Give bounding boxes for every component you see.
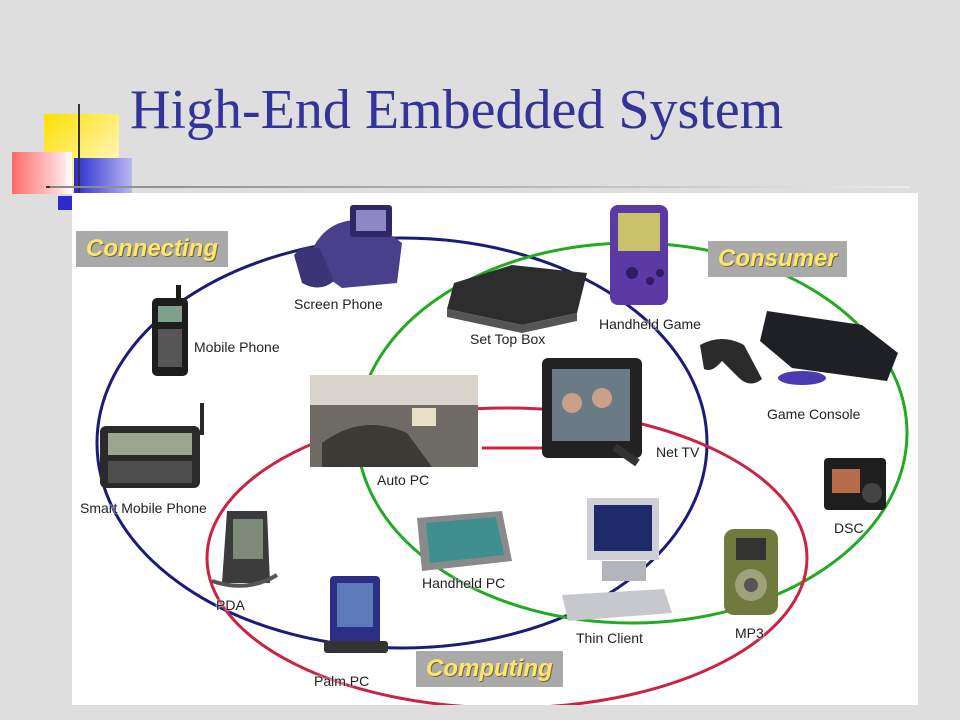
device-label-auto-pc: Auto PC bbox=[377, 472, 430, 488]
screen-phone-icon bbox=[294, 205, 402, 288]
dsc-icon bbox=[824, 458, 886, 510]
device-label-mp3: MP3 bbox=[735, 625, 764, 641]
device-label-pda: PDA bbox=[216, 597, 245, 613]
device-label-handheld-game: Handheld Game bbox=[599, 316, 701, 332]
handheld-game-icon bbox=[610, 205, 668, 305]
deco-blue-small-square bbox=[58, 196, 72, 210]
net-tv-icon bbox=[542, 358, 642, 467]
connecting-ring bbox=[95, 236, 709, 650]
game-console-icon bbox=[700, 311, 898, 385]
mobile-phone-icon bbox=[152, 285, 188, 376]
deco-blue-square bbox=[74, 158, 132, 196]
slide-title: High-End Embedded System bbox=[130, 79, 784, 141]
device-label-handheld-pc: Handheld PC bbox=[422, 575, 506, 591]
device-label-screen-phone: Screen Phone bbox=[294, 296, 383, 312]
device-label-set-top-box: Set Top Box bbox=[470, 331, 546, 347]
auto-pc-icon bbox=[310, 375, 478, 467]
handheld-pc-icon bbox=[417, 511, 512, 571]
smart-mobile-phone-icon bbox=[100, 403, 204, 488]
device-label-palm-pc: Palm PC bbox=[314, 673, 370, 689]
deco-vertical-line bbox=[78, 104, 80, 196]
mp3-icon bbox=[724, 529, 778, 615]
device-label-thin-client: Thin Client bbox=[576, 630, 643, 646]
device-label-dsc: DSC bbox=[834, 520, 864, 536]
embedded-systems-diagram: Connecting Consumer Computing Screen Pho… bbox=[72, 193, 918, 705]
category-consumer: Consumer bbox=[708, 241, 847, 277]
device-label-mobile-phone: Mobile Phone bbox=[194, 339, 280, 355]
category-connecting: Connecting bbox=[76, 231, 228, 267]
computing-ring bbox=[205, 406, 809, 705]
diagram-graphics bbox=[95, 205, 909, 705]
device-label-smart-mobile-phone: Smart Mobile Phone bbox=[80, 500, 207, 516]
device-label-game-console: Game Console bbox=[767, 406, 861, 422]
category-computing: Computing bbox=[416, 651, 563, 687]
set-top-box-icon bbox=[447, 265, 587, 333]
pda-icon bbox=[211, 511, 279, 588]
title-divider bbox=[50, 186, 910, 188]
device-label-net-tv: Net TV bbox=[656, 444, 700, 460]
thin-client-icon bbox=[562, 498, 672, 621]
palm-pc-icon bbox=[324, 576, 388, 653]
